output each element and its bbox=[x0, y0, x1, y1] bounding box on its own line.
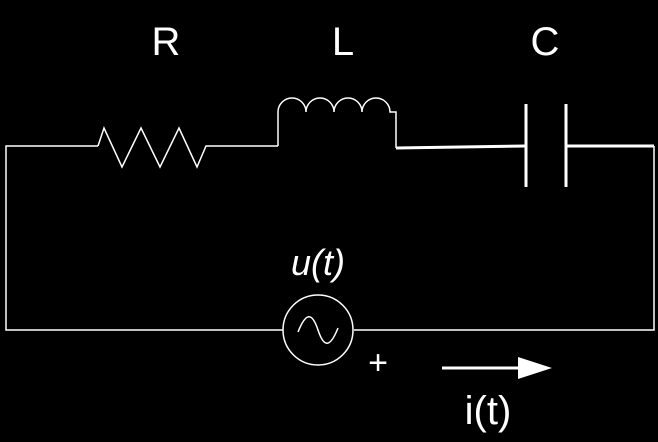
current-arrow-head-icon bbox=[518, 357, 552, 379]
current-label: i(t) bbox=[465, 389, 512, 433]
resistor-label: R bbox=[152, 20, 181, 64]
ac-source-symbol bbox=[282, 294, 354, 366]
wire-left bbox=[5, 145, 283, 331]
resistor-symbol bbox=[97, 125, 278, 169]
sine-wave-icon bbox=[297, 316, 339, 344]
inductor-symbol bbox=[277, 97, 397, 148]
wire-inductor-capacitor bbox=[395, 144, 527, 150]
wire-right bbox=[354, 146, 655, 331]
capacitor-label: C bbox=[531, 20, 560, 64]
source-label: u(t) bbox=[291, 242, 345, 283]
inductor-label: L bbox=[332, 20, 354, 64]
polarity-plus-label: + bbox=[368, 344, 388, 382]
